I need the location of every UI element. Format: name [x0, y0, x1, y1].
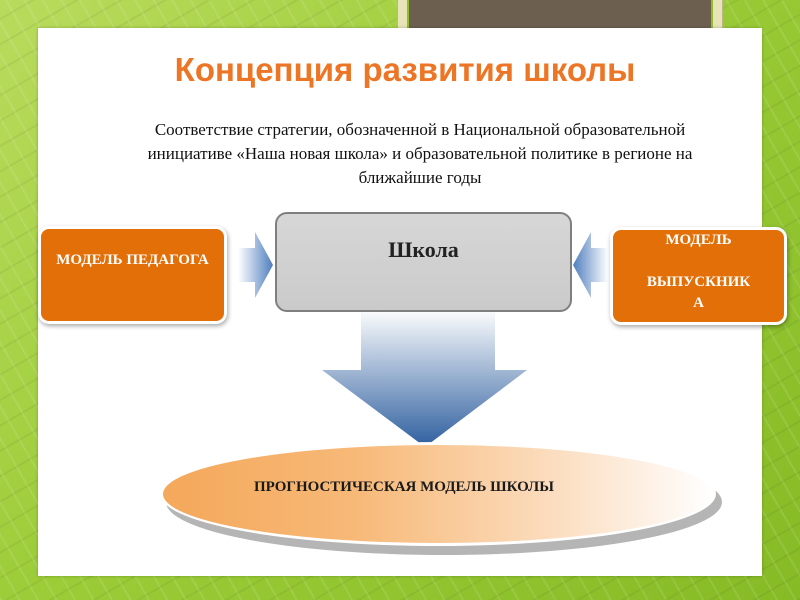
- prognostic-ellipse: [160, 442, 716, 546]
- slide-subtitle: Соответствие стратегии, обозначенной в Н…: [80, 118, 760, 190]
- school-box: Школа: [275, 212, 572, 312]
- arrow-right-to-school: [573, 232, 608, 298]
- model-pedagog-box: МОДЕЛЬ ПЕДАГОГА: [38, 226, 227, 324]
- model-graduate-box: МОДЕЛЬ ВЫПУСКНИК А: [610, 227, 787, 325]
- subtitle-line-2: инициативе «Наша новая школа» и образова…: [147, 144, 693, 163]
- slide-title: Концепция развития школы: [174, 51, 636, 88]
- arrow-down-to-prognostic: [322, 308, 527, 447]
- prognostic-label: ПРОГНОСТИЧЕСКАЯ МОДЕЛЬ ШКОЛЫ: [254, 479, 554, 495]
- model-graduate-line-3: А: [693, 295, 704, 311]
- model-graduate-spacer: [613, 251, 784, 272]
- subtitle-line-1: Соответствие стратегии, обозначенной в Н…: [154, 120, 686, 139]
- arrow-left-to-school: [238, 232, 273, 298]
- subtitle-line-3: ближайшие годы: [358, 168, 482, 187]
- model-graduate-line-2: ВЫПУСКНИК: [646, 274, 751, 290]
- model-graduate-line-1: МОДЕЛЬ: [665, 232, 732, 248]
- model-pedagog-label: МОДЕЛЬ ПЕДАГОГА: [56, 252, 209, 268]
- school-label: Школа: [388, 237, 459, 262]
